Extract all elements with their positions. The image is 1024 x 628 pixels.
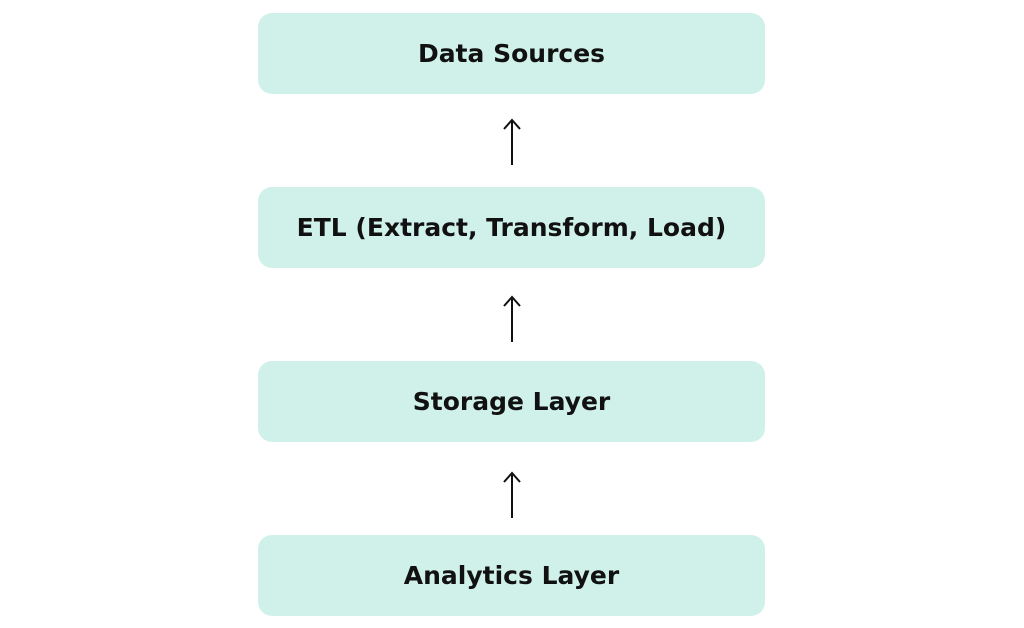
storage-layer-label: Storage Layer [412,387,611,416]
data-sources-label: Data Sources [417,39,606,68]
data-sources-box: Data Sources [258,13,765,94]
up-arrow-icon [503,118,521,165]
analytics-layer-label: Analytics Layer [403,561,620,590]
storage-layer-box: Storage Layer [258,361,765,442]
etl-box: ETL (Extract, Transform, Load) [258,187,765,268]
up-arrow-icon [503,471,521,518]
analytics-layer-box: Analytics Layer [258,535,765,616]
up-arrow-icon [503,295,521,342]
etl-label: ETL (Extract, Transform, Load) [296,213,727,242]
